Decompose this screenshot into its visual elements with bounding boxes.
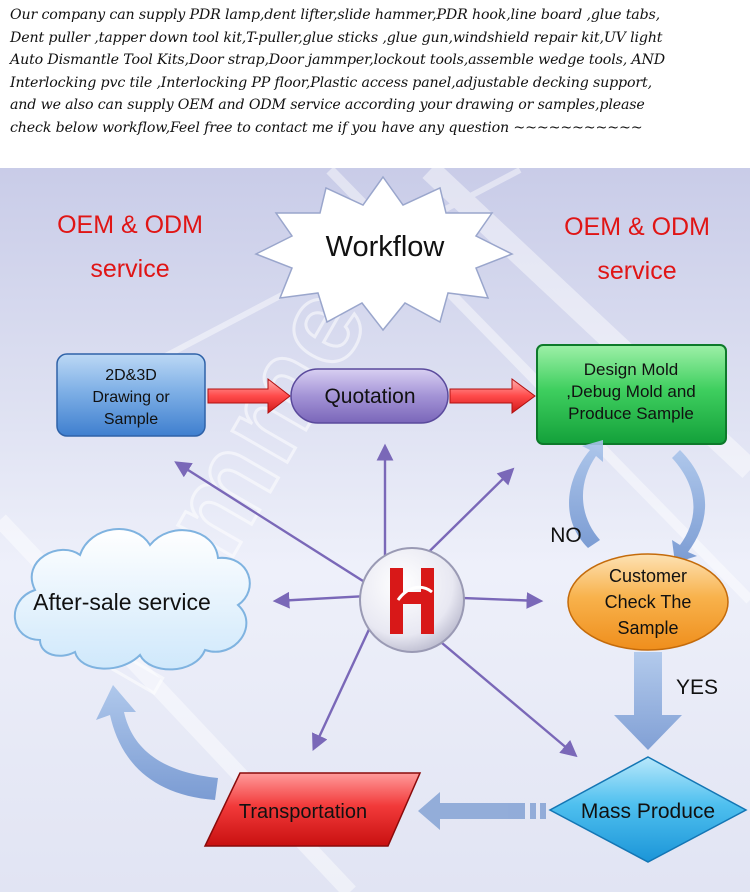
no-label: NO (550, 524, 582, 547)
arrow-design-to-check (672, 450, 706, 563)
intro-line-5: and we also can supply OEM and ODM servi… (10, 97, 645, 114)
oem-left-label: OEM & ODM service (40, 203, 220, 291)
transportation-shape (203, 772, 422, 847)
oem-right-label: OEM & ODM service (547, 205, 727, 293)
design-line-3: Produce Sample (568, 404, 694, 423)
workflow-starburst (254, 175, 514, 332)
check-line-1: Customer (609, 566, 687, 586)
hammer-logo-icon (390, 568, 434, 634)
arrow-check-to-design-no (569, 440, 603, 548)
quotation-label: Quotation (324, 385, 415, 408)
check-line-2: Check The (605, 592, 692, 612)
transportation-label: Transportation (239, 801, 367, 823)
intro-line-2: Dent puller ,tapper down tool kit,T-pull… (10, 29, 663, 46)
workflow-title: Workflow (326, 231, 446, 263)
oem-left-line-2: service (90, 255, 170, 283)
intro-line-4: Interlocking pvc tile ,Interlocking PP f… (10, 74, 652, 91)
arrow-transport-to-aftersale (96, 685, 218, 800)
intro-line-6: check below workflow,Feel free to contac… (10, 119, 643, 136)
oem-right-line-2: service (597, 257, 677, 285)
yes-label: YES (676, 676, 718, 699)
design-line-2: ,Debug Mold and (566, 382, 695, 401)
oem-left-line-1: OEM & ODM (57, 211, 203, 239)
drawing-line-1: 2D&3D (105, 367, 157, 384)
design-mold-box (536, 344, 727, 445)
quotation-pill (290, 368, 449, 424)
intro-line-1: Our company can supply PDR lamp,dent lif… (10, 7, 661, 23)
intro-line-3: Auto Dismantle Tool Kits,Door strap,Door… (10, 52, 666, 69)
oem-right-line-1: OEM & ODM (564, 213, 710, 241)
aftersale-cloud (13, 528, 251, 671)
drawing-line-3: Sample (104, 411, 158, 428)
arrow-drawing-to-quotation (207, 377, 291, 415)
arrow-quotation-to-design (449, 378, 536, 414)
aftersale-label: After-sale service (33, 589, 211, 615)
design-line-1: Design Mold (584, 360, 679, 379)
arrow-mass-to-transport (418, 792, 546, 830)
check-line-3: Sample (617, 618, 678, 638)
mass-produce-label: Mass Produce (581, 800, 715, 823)
arrow-check-to-mass-yes (614, 652, 682, 750)
drawing-sample-box (56, 353, 206, 437)
mass-produce-diamond (548, 756, 748, 863)
intro-text: Our company can supply PDR lamp,dent lif… (0, 0, 750, 165)
check-sample-ellipse (567, 553, 729, 651)
drawing-line-2: Drawing or (92, 389, 170, 406)
